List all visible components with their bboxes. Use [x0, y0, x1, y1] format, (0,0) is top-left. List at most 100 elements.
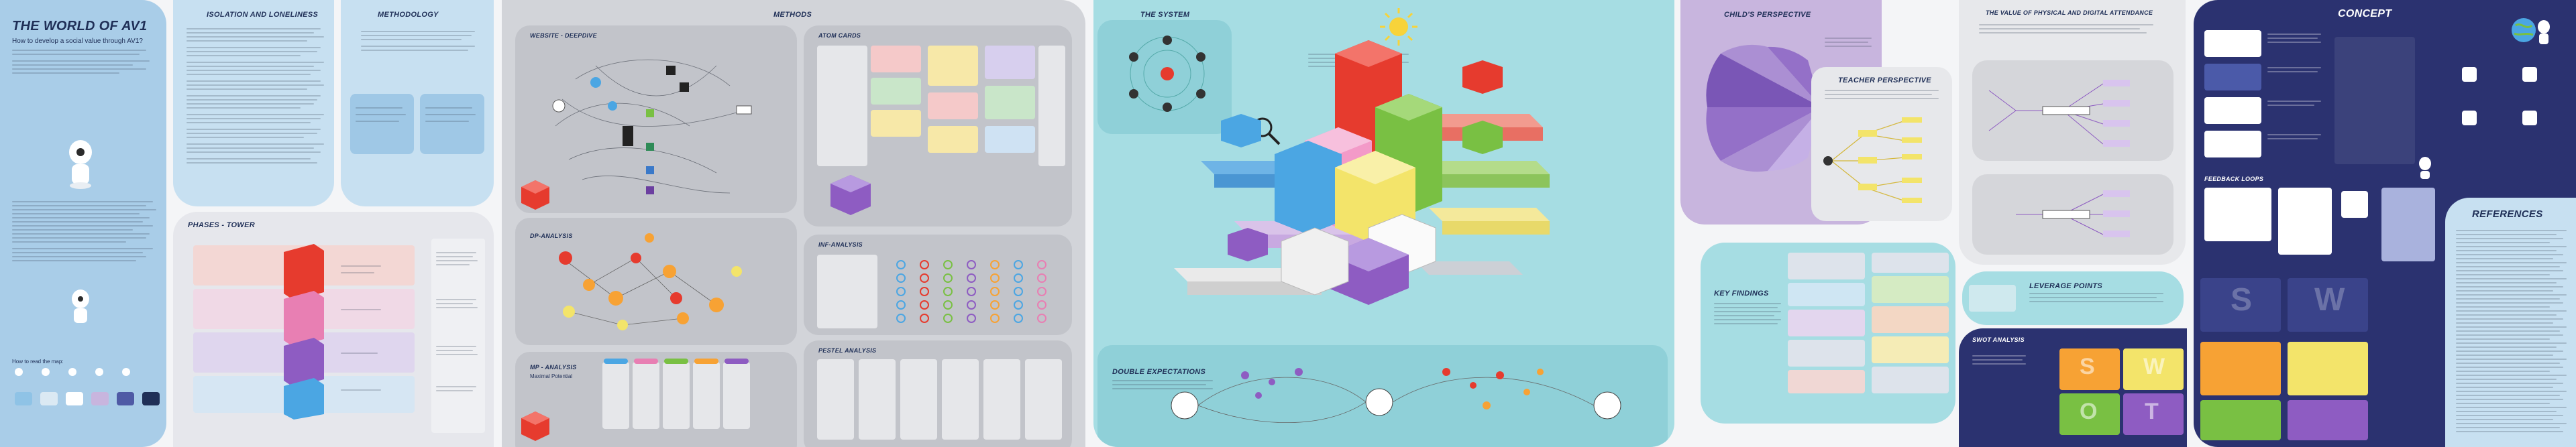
mp-col-1 [602, 362, 629, 429]
swot-heading: SWOT ANALYSIS [1972, 336, 2025, 343]
pestel-col-6 [1025, 359, 1062, 440]
child-radial-chart [1706, 44, 1831, 172]
pestel-col-2 [859, 359, 896, 440]
legend-label: How to read the map: [12, 359, 64, 365]
child-panel: CHILD'S PERSPECTIVE [1680, 0, 1882, 225]
color-swatch [91, 392, 109, 405]
phases-panel: PHASES - TOWER [173, 212, 494, 447]
concept-image-3 [2204, 97, 2261, 124]
concept-green-block [2200, 400, 2281, 440]
atomcards-col-3c [928, 126, 978, 153]
finding-card-10 [1872, 367, 1949, 393]
teacher-mindmap [1823, 117, 1922, 203]
concept-orange-block [2200, 342, 2281, 395]
value-mindmap [1988, 80, 2130, 147]
atomcards-col-2b [871, 78, 921, 105]
atomcards-col-4b [985, 86, 1035, 119]
doubleexp-heading: DOUBLE EXPECTATIONS [1112, 368, 1206, 376]
system-network-diagram [1129, 36, 1205, 112]
atomcards-col-2c [871, 110, 921, 137]
swot-panel: SWOT ANALYSIS S W O T [1959, 328, 2187, 447]
concept-yellow-block [2288, 342, 2368, 395]
color-swatch [66, 392, 83, 405]
pestel-col-3 [900, 359, 937, 440]
atomcards-col-3b [928, 92, 978, 119]
finding-card-6 [1872, 253, 1949, 273]
mp-tag-5 [724, 359, 749, 364]
methods-panel: METHODS WEBSITE - DEEPDIVE ATOM CARDS [502, 0, 1085, 447]
av1-icon-row [12, 365, 153, 382]
dpanalysis-card: DP-ANALYSIS [515, 218, 797, 345]
leverage-box [1969, 285, 2016, 312]
swot-weaknesses [2123, 348, 2184, 390]
references-heading: REFERENCES [2472, 208, 2543, 220]
dpanalysis-heading: DP-ANALYSIS [530, 233, 573, 239]
child-heading: CHILD'S PERSPECTIVE [1724, 11, 1811, 19]
sun-icon [1380, 8, 1417, 46]
concept-text-block [2334, 37, 2415, 164]
color-swatch [142, 392, 160, 405]
concept-s-block [2200, 278, 2281, 332]
swot-letter-s: S [2080, 354, 2095, 379]
system-panel: THE SYSTEM [1093, 0, 1674, 447]
feedback-heading: FEEDBACK LOOPS [2204, 176, 2264, 182]
color-swatch [117, 392, 134, 405]
swot-letter-o: O [2080, 399, 2098, 424]
color-swatch [15, 392, 32, 405]
finding-card-7 [1872, 276, 1949, 303]
concept-w-block [2288, 278, 2368, 332]
concept-image-2 [2204, 64, 2261, 90]
concept-image-4 [2204, 131, 2261, 157]
doubleexp-card: DOUBLE EXPECTATIONS [1097, 345, 1668, 447]
mpanalysis-subtitle: Maximal Potential [530, 373, 573, 379]
isometric-system-illustration [1174, 40, 1550, 305]
finding-card-8 [1872, 306, 1949, 333]
pestel-col-1 [817, 359, 854, 440]
red-cube-icon [521, 180, 549, 210]
concept-icon-4 [2522, 111, 2537, 125]
feedback-box-2 [2278, 188, 2332, 255]
methods-heading: METHODS [773, 11, 812, 19]
globe-robot-icon [2512, 18, 2550, 44]
av1-robot-icon [64, 137, 97, 194]
finding-card-2 [1788, 283, 1865, 306]
feedback-box-4 [2381, 188, 2435, 261]
keyfindings-heading: KEY FINDINGS [1714, 290, 1769, 298]
atomcards-col-3 [928, 46, 978, 86]
swot-opportunities [2059, 393, 2120, 435]
mpanalysis-card: MP - Analysis Maximal Potential [515, 352, 797, 447]
phase-notes-box [431, 239, 485, 433]
concept-heading: CONCEPT [2338, 8, 2392, 19]
methodology-box-right [420, 94, 484, 154]
mp-tag-4 [694, 359, 718, 364]
infanalysis-card: INF-ANALYSIS [804, 235, 1072, 335]
teacher-heading: TEACHER PERSPECTIVE [1838, 76, 1931, 84]
feedback-box-3 [2341, 191, 2368, 218]
leverage-panel: LEVERAGE POINTS [1962, 271, 2184, 325]
swot-strengths [2059, 348, 2120, 390]
methodology-heading: METHODOLOGY [378, 11, 439, 19]
phases-heading: PHASES - TOWER [188, 221, 255, 229]
atomcards-col-2 [871, 46, 921, 72]
finding-card-1 [1788, 253, 1865, 279]
website-heading: WEBSITE - DEEPDIVE [530, 32, 597, 39]
concept-letter-s: S [2231, 282, 2253, 318]
concept-image-1 [2204, 30, 2261, 57]
concept-icon-3 [2462, 111, 2477, 125]
concept-purple-block [2288, 400, 2368, 440]
finding-card-5 [1788, 370, 1865, 393]
title-panel: THE WORLD OF AV1 How to develop a social… [0, 0, 166, 447]
atomcards-cube-icon [830, 175, 871, 215]
color-swatch [40, 392, 58, 405]
isolation-heading: ISOLATION AND LONELINESS [207, 11, 319, 19]
finding-card-4 [1788, 340, 1865, 367]
system-heading: THE SYSTEM [1140, 11, 1190, 19]
teacher-card: TEACHER PERSPECTIVE [1811, 67, 1952, 221]
isolation-panel: ISOLATION AND LONELINESS [173, 0, 334, 206]
atomcards-col-5 [1038, 46, 1065, 166]
pestel-heading: PESTEL ANALYSIS [818, 347, 877, 354]
phase-tower-icon [277, 239, 331, 423]
concept-icon-2 [2522, 67, 2537, 82]
methodology-panel: METHODOLOGY [341, 0, 494, 206]
swot-letter-w: W [2143, 354, 2165, 379]
